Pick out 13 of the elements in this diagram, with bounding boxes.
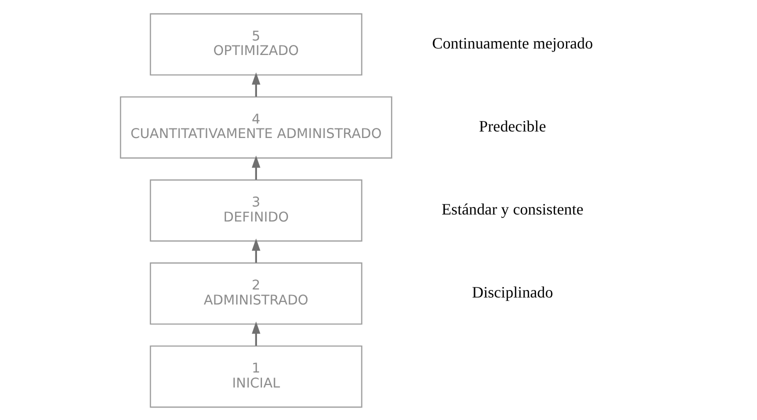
- node-box: 4 CUANTITATIVAMENTE ADMINISTRADO: [120, 96, 392, 158]
- node-box: 2 ADMINISTRADO: [150, 262, 362, 324]
- label: Predecible: [479, 118, 546, 136]
- node-box: 1 INICIAL: [150, 344, 362, 408]
- node-box: 5 OPTIMIZADO: [150, 12, 362, 76]
- label: Continuamente mejorado: [432, 35, 593, 52]
- node-box: 3 DEFINIDO: [150, 178, 362, 242]
- arrow: [252, 154, 260, 180]
- label: Estándar y consistente: [442, 201, 584, 218]
- label: Disciplinado: [472, 284, 554, 302]
- arrow: [252, 321, 260, 346]
- arrow: [252, 72, 260, 96]
- arrow: [252, 238, 260, 262]
